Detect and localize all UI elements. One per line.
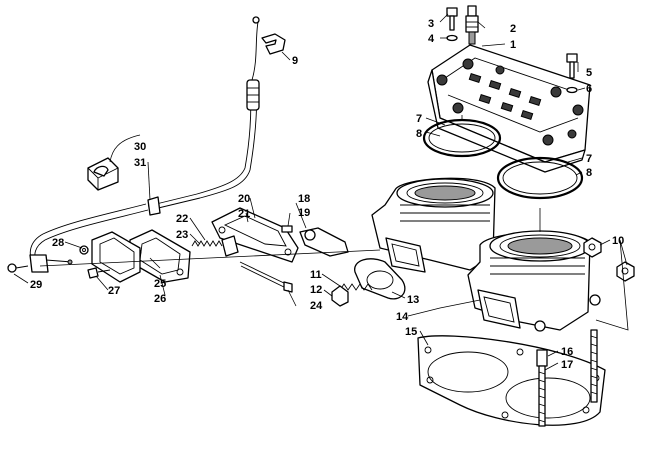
small-fastener xyxy=(79,245,89,255)
cylinder-head xyxy=(427,44,591,173)
callout-10: 10 xyxy=(612,235,624,247)
head-bolt-right xyxy=(566,53,578,94)
callout-17: 17 xyxy=(561,359,573,371)
callout-16: 16 xyxy=(561,346,573,358)
cylinder-studs xyxy=(536,329,598,427)
cable-holder xyxy=(87,157,119,191)
return-spring xyxy=(191,235,239,257)
callout-18: 18 xyxy=(298,193,310,205)
exhaust-flange-gasket xyxy=(354,258,406,300)
callout-11: 11 xyxy=(310,269,322,281)
callout-12: 12 xyxy=(310,284,322,296)
cylinder-front xyxy=(371,177,496,273)
callout-23: 23 xyxy=(176,229,188,241)
callout-2: 2 xyxy=(510,23,516,35)
callout-24: 24 xyxy=(310,300,323,312)
callout-8a: 8 xyxy=(416,128,422,140)
nut-lower xyxy=(616,261,635,282)
callout-8b: 8 xyxy=(586,167,592,179)
callout-25: 25 xyxy=(154,278,166,290)
callout-20: 20 xyxy=(238,193,250,205)
callout-29: 29 xyxy=(30,279,42,291)
spark-plug xyxy=(465,5,479,45)
callout-27: 27 xyxy=(108,285,120,297)
callout-19: 19 xyxy=(298,207,310,219)
callout-3: 3 xyxy=(428,18,434,30)
cable-assembly xyxy=(29,16,260,273)
cable-end xyxy=(29,254,49,273)
callout-26: 26 xyxy=(154,293,166,305)
callout-31: 31 xyxy=(134,157,146,169)
callout-21: 21 xyxy=(238,208,250,220)
callout-1: 1 xyxy=(510,39,516,51)
callout-labels: 1 2 3 4 5 6 7 8 7 8 9 10 11 12 13 14 15 … xyxy=(30,18,624,371)
cable-sleeve xyxy=(147,196,161,216)
throttle-lever xyxy=(299,227,349,257)
head-o-rings-rear xyxy=(496,156,584,200)
callout-4: 4 xyxy=(428,33,435,45)
alignment-line xyxy=(39,249,381,267)
callout-30: 30 xyxy=(134,141,146,153)
head-bolt-left xyxy=(446,7,458,42)
cylinder-rear xyxy=(467,230,601,332)
cable-clip xyxy=(261,33,286,55)
callout-7a: 7 xyxy=(416,113,422,125)
callout-6: 6 xyxy=(586,83,592,95)
long-bolt xyxy=(239,261,293,293)
callout-14: 14 xyxy=(396,311,409,323)
callout-22: 22 xyxy=(176,213,188,225)
screw-29 xyxy=(7,263,29,273)
callout-13: 13 xyxy=(407,294,419,306)
base-gasket xyxy=(417,335,606,426)
callout-5: 5 xyxy=(586,67,592,79)
intake-boot xyxy=(91,231,141,283)
nut-upper xyxy=(583,237,602,258)
callout-7b: 7 xyxy=(586,153,592,165)
callout-9: 9 xyxy=(292,55,298,67)
exhaust-spring xyxy=(331,283,373,307)
callout-15: 15 xyxy=(405,326,417,338)
leader-lines xyxy=(13,13,629,371)
pin xyxy=(281,225,293,233)
clamp-screw xyxy=(87,267,111,279)
callout-28: 28 xyxy=(52,237,64,249)
